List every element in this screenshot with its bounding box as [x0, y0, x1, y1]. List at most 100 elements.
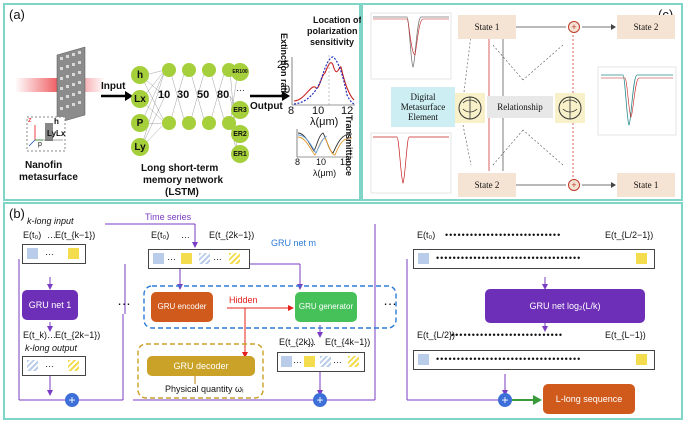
metasurface-graphic: [15, 46, 355, 158]
sequence-box-time-series: … …: [148, 249, 250, 269]
sequence-dots: …: [213, 252, 222, 262]
network-label-1: Long short-term: [141, 163, 219, 174]
sequence-dots: …: [167, 252, 176, 262]
sequence-cell: [304, 356, 315, 367]
top-plot-xtick-10: 10: [312, 105, 325, 117]
sequence-cell: [418, 253, 429, 264]
brain-icon-left: [455, 93, 485, 123]
hidden-node: [202, 63, 216, 77]
axis-p-label: p: [38, 141, 42, 148]
output-node-ellipsis: …: [236, 83, 245, 93]
hidden-node: [162, 63, 176, 77]
seq-out-left-label: E(t_k): [23, 330, 48, 340]
state-box-bottom-left: State 2: [458, 173, 516, 197]
panel-c: (c): [361, 3, 683, 201]
sum-node-1: +: [65, 393, 79, 407]
time-series-label: Time series: [145, 212, 192, 222]
ellipsis-between-1: …: [117, 292, 131, 308]
sequence-dots: …: [293, 355, 302, 365]
network-label-2: memory network: [143, 175, 224, 186]
sequence-cell: [153, 253, 164, 264]
top-plot-title-1: Location of: [313, 15, 362, 25]
sequence-dots: •••••••••••••••••••••••••••••••••••: [436, 253, 582, 263]
panel-b-graphic: [18, 223, 548, 405]
sequence-dots: …: [333, 355, 342, 365]
sequence-box-generated: … …: [277, 352, 365, 372]
seq3-right-label: E(t_{4k−1}): [325, 337, 371, 347]
l-long-sequence-box: L-long sequence: [543, 384, 635, 414]
digital-metasurface-element-box: Digital Metasurface Element: [391, 87, 455, 127]
bottom-plot-xtick-12: 12: [340, 157, 351, 167]
output-node-er3: ER3: [231, 101, 249, 119]
state-box-top-right: State 2: [617, 15, 675, 39]
gru-net-log-box: GRU net log₂(L/k): [485, 289, 645, 323]
seq2-right-label: E(t_{2k−1}): [209, 230, 255, 240]
output-node-er2: ER2: [231, 125, 249, 143]
sum-node-top: +: [568, 21, 580, 33]
ellipsis-between-2: …: [383, 292, 397, 308]
bottom-plot-xtick-10: 10: [316, 157, 327, 167]
gru-decoder-box: GRU decoder: [147, 356, 255, 376]
output-label: Output: [250, 101, 283, 112]
sequence-cell: [229, 253, 240, 264]
top-plot-xtick-12: 12: [341, 105, 354, 117]
gru-net-m-label: GRU net m: [271, 238, 317, 248]
layer-size-10: 10: [158, 89, 171, 101]
top-plot-ytick-0: 0: [284, 84, 291, 96]
state-box-top-left: State 1: [458, 15, 516, 39]
relationship-box: Relationship: [487, 96, 553, 118]
metasurface-label-1: Nanofin: [25, 160, 63, 171]
hidden-node: [222, 116, 236, 130]
hidden-node: [182, 116, 196, 130]
state-box-bottom-right: State 1: [617, 173, 675, 197]
seq2-left-label: E(t₀): [151, 230, 170, 240]
sequence-box-input: …: [22, 244, 86, 264]
seq2-ellipsis: …: [181, 230, 190, 240]
sequence-cell: [27, 248, 38, 259]
sequence-dots: …: [45, 247, 54, 257]
sum-node-3: +: [498, 393, 512, 407]
brain-icon-right: [555, 93, 585, 123]
panel-a-label: (a): [9, 7, 25, 22]
seq1-left-label: E(t₀): [23, 230, 42, 240]
metasurface-label-2: metasurface: [19, 172, 78, 183]
seq5-dots: •••••••••••••••••••••••••••: [451, 330, 564, 340]
axis-h-label: h: [54, 117, 59, 126]
k-long-output-label: k-long output: [25, 343, 78, 353]
input-label: Input: [101, 81, 126, 92]
physical-quantity-label: Physical quantity ωᵢ: [165, 384, 244, 394]
seq4-right-label: E(t_{L/2−1}): [605, 230, 654, 240]
sequence-cell: [636, 354, 647, 365]
sequence-cell: [27, 360, 38, 371]
sequence-cell: [418, 354, 429, 365]
panel-b-label: (b): [9, 206, 25, 221]
sequence-box-final-first: •••••••••••••••••••••••••••••••••••: [413, 249, 655, 269]
input-node-p: P: [131, 114, 149, 132]
seq3-ellipsis: …: [307, 337, 316, 347]
seq-out-ellipsis: …: [47, 330, 56, 340]
input-node-h: h: [131, 66, 149, 84]
top-plot-xtick-8: 8: [288, 105, 295, 117]
layer-size-30: 30: [177, 89, 190, 101]
output-node-er100: ER100: [231, 63, 249, 81]
input-node-lx: Lx: [131, 90, 149, 108]
sum-node-bottom: +: [568, 179, 580, 191]
panel-b: (b): [3, 202, 683, 420]
axis-lx-label: Lx: [56, 129, 66, 138]
panel-c-graphic: [370, 12, 677, 194]
sequence-dots: …: [45, 359, 54, 369]
gru-generator-box: GRU generator: [295, 292, 357, 322]
axis-z-label: z: [28, 117, 32, 124]
hidden-label: Hidden: [229, 295, 258, 305]
layer-size-50: 50: [197, 89, 210, 101]
seq5-left-label: E(t_{L/2}): [417, 330, 456, 340]
hidden-node: [182, 63, 196, 77]
panel-a: (a): [3, 3, 362, 201]
hidden-node: [202, 116, 216, 130]
sequence-cell: [68, 360, 79, 371]
axis-ly-label: Ly: [47, 129, 57, 138]
sequence-cell: [181, 253, 192, 264]
sequence-dots: •••••••••••••••••••••••••••••••••••: [436, 354, 582, 364]
output-node-er1: ER1: [231, 145, 249, 163]
gru-net-1-box: GRU net 1: [22, 290, 78, 320]
